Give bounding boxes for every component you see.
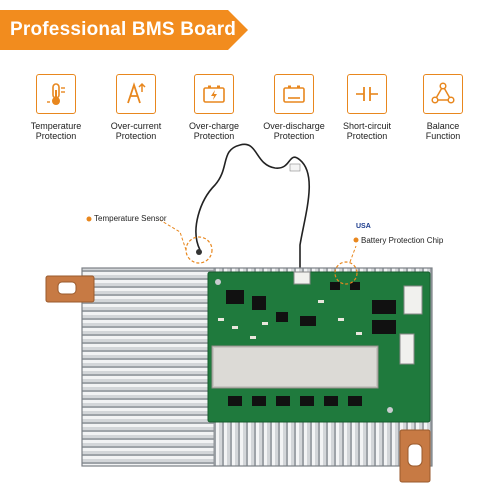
- temperature-sensor-callout: Temperature Sensor: [94, 214, 167, 223]
- feature-label: Over-discharge Protection: [263, 121, 325, 141]
- feature-over-current: Over-current Protection: [94, 66, 178, 141]
- sensor-wire: [195, 143, 311, 272]
- over-current-icon: [116, 74, 156, 114]
- feature-label: Short-circuit Protection: [342, 121, 391, 141]
- feature-label: Over-charge Protection: [188, 121, 240, 141]
- copper-terminal-right: [399, 429, 431, 483]
- feature-over-discharge: Over-discharge Protection: [252, 66, 336, 141]
- feature-label: Temperature Protection: [30, 121, 82, 141]
- usa-badge: USA: [356, 223, 371, 230]
- feature-label: Balance Function: [425, 121, 461, 141]
- temperature-sensor-marker: [86, 216, 213, 264]
- balance-icon: [423, 74, 463, 114]
- battery-discharge-icon: [274, 74, 314, 114]
- banner-background: [0, 10, 248, 50]
- protection-chip-callout: Battery Protection Chip: [361, 236, 444, 245]
- title-banner: Professional BMS Board: [0, 10, 248, 50]
- thermometer-icon: [36, 74, 76, 114]
- protection-chip-marker: [334, 237, 359, 285]
- feature-label: Over-current Protection: [110, 121, 162, 141]
- feature-list: Temperature Protection Over-current Prot…: [0, 66, 500, 146]
- copper-terminal-left: [45, 275, 95, 303]
- battery-charge-icon: [194, 74, 234, 114]
- pcb-board: [207, 271, 431, 423]
- feature-balance: Balance Function: [401, 66, 485, 141]
- feature-temperature: Temperature Protection: [14, 66, 98, 141]
- feature-short-circuit: Short-circuit Protection: [325, 66, 409, 141]
- page-title: Professional BMS Board: [10, 19, 237, 40]
- feature-over-charge: Over-charge Protection: [172, 66, 256, 141]
- short-circuit-icon: [347, 74, 387, 114]
